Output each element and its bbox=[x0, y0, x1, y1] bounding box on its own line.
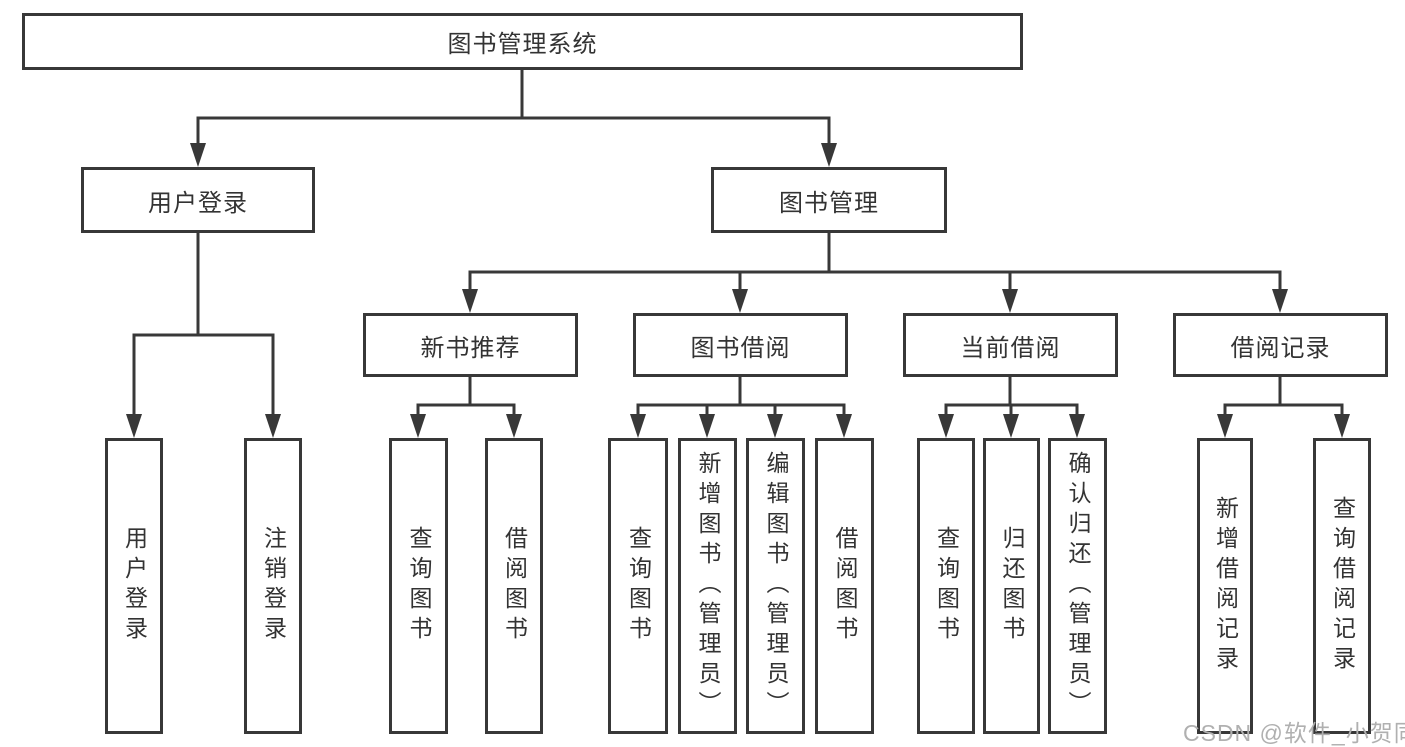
node-root: 图书管理系统 bbox=[22, 13, 1023, 70]
leaf-bookborrow-edit: 编辑图书（管理员） bbox=[746, 438, 805, 734]
leaf-newbooks-query-label: 查询图书 bbox=[406, 526, 432, 646]
node-user-login: 用户登录 bbox=[81, 167, 315, 233]
leaf-currentborrow-query: 查询图书 bbox=[917, 438, 975, 734]
node-borrow-records-label: 借阅记录 bbox=[1230, 334, 1331, 362]
leaf-bookborrow-borrow-label: 借阅图书 bbox=[832, 526, 858, 646]
leaf-user-login: 用户登录 bbox=[105, 438, 163, 734]
leaf-currentborrow-confirm-label: 确认归还（管理员） bbox=[1065, 451, 1091, 721]
leaf-records-add: 新增借阅记录 bbox=[1197, 438, 1253, 734]
leaf-newbooks-borrow-label: 借阅图书 bbox=[501, 526, 528, 646]
leaf-records-query: 查询借阅记录 bbox=[1313, 438, 1371, 734]
leaf-user-login-label: 用户登录 bbox=[121, 526, 148, 646]
node-new-books: 新书推荐 bbox=[363, 313, 578, 377]
leaf-currentborrow-return: 归还图书 bbox=[983, 438, 1040, 734]
leaf-bookborrow-borrow: 借阅图书 bbox=[815, 438, 874, 734]
node-book-mgmt-label: 图书管理 bbox=[779, 189, 879, 217]
leaf-bookborrow-query: 查询图书 bbox=[608, 438, 668, 734]
leaf-logout: 注销登录 bbox=[244, 438, 302, 734]
connector-borrowrecords-leaves bbox=[1217, 375, 1350, 438]
node-current-borrow-label: 当前借阅 bbox=[960, 334, 1061, 362]
node-new-books-label: 新书推荐 bbox=[420, 334, 521, 362]
node-user-login-label: 用户登录 bbox=[148, 189, 248, 217]
leaf-newbooks-borrow: 借阅图书 bbox=[485, 438, 543, 734]
leaf-currentborrow-query-label: 查询图书 bbox=[933, 526, 960, 646]
leaf-bookborrow-add: 新增图书（管理员） bbox=[678, 438, 737, 734]
connector-currentborrow-leaves bbox=[938, 375, 1085, 438]
connector-root-level2 bbox=[190, 67, 837, 167]
node-current-borrow: 当前借阅 bbox=[903, 313, 1118, 377]
leaf-bookborrow-add-label: 新增图书（管理员） bbox=[695, 451, 721, 721]
connector-newbooks-leaves bbox=[410, 375, 522, 438]
leaf-logout-label: 注销登录 bbox=[260, 526, 287, 646]
leaf-bookborrow-edit-label: 编辑图书（管理员） bbox=[763, 451, 789, 721]
csdn-watermark: CSDN @软件_小贺同学 bbox=[1183, 720, 1405, 746]
leaf-bookborrow-query-label: 查询图书 bbox=[625, 526, 652, 646]
node-root-label: 图书管理系统 bbox=[447, 31, 598, 58]
leaf-records-query-label: 查询借阅记录 bbox=[1329, 496, 1356, 676]
leaf-newbooks-query: 查询图书 bbox=[389, 438, 448, 734]
node-book-borrow-label: 图书借阅 bbox=[690, 334, 791, 362]
node-borrow-records: 借阅记录 bbox=[1173, 313, 1388, 377]
node-book-borrow: 图书借阅 bbox=[633, 313, 848, 377]
connector-userlogin-leaves bbox=[126, 230, 281, 438]
leaf-currentborrow-confirm: 确认归还（管理员） bbox=[1048, 438, 1107, 734]
connector-bookmgmt-level3 bbox=[462, 230, 1288, 313]
leaf-currentborrow-return-label: 归还图书 bbox=[999, 526, 1025, 646]
connector-bookborrow-leaves bbox=[630, 375, 852, 438]
node-book-mgmt: 图书管理 bbox=[711, 167, 947, 233]
leaf-records-add-label: 新增借阅记录 bbox=[1212, 496, 1239, 676]
